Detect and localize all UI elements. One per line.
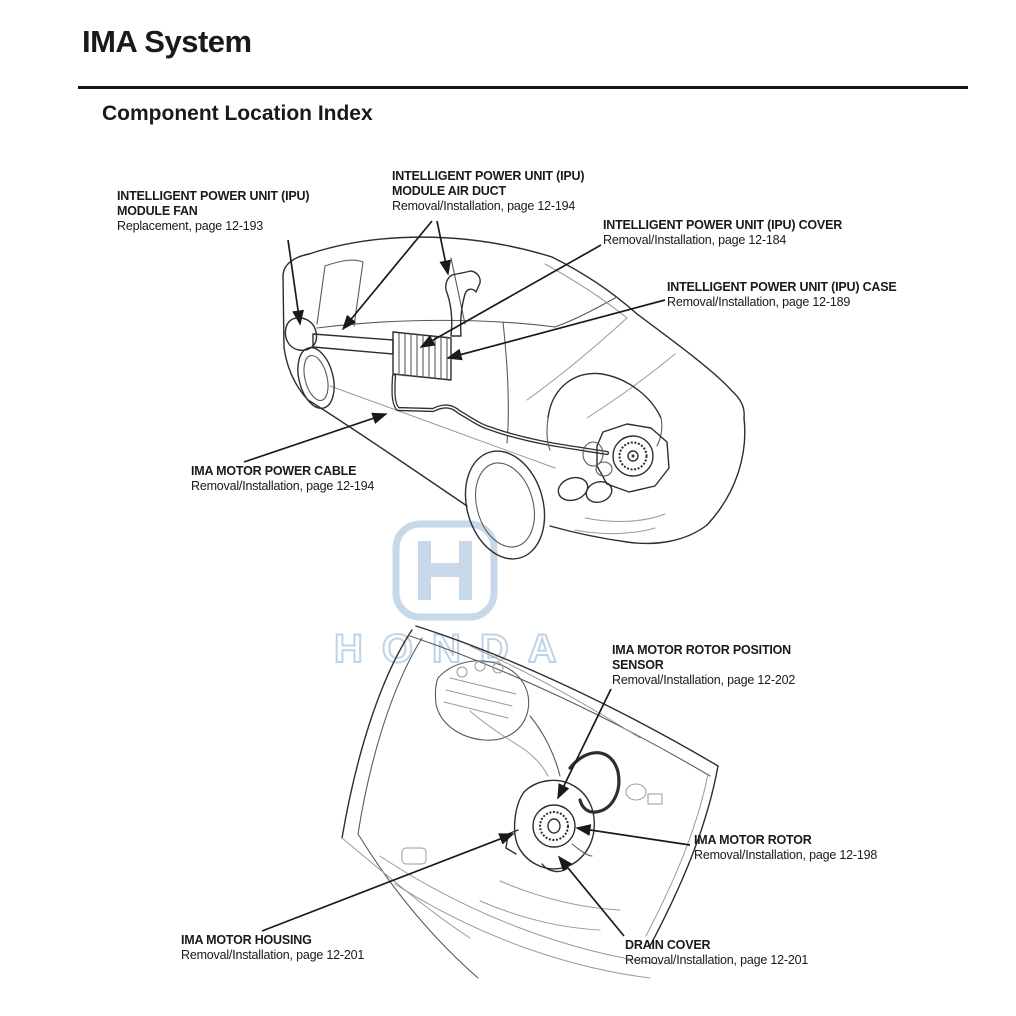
rear-wheel <box>297 346 335 410</box>
callout-procedure: Removal/Installation, page 12-198 <box>694 848 878 862</box>
parcel-shelf <box>312 333 394 355</box>
callout-title: IMA MOTOR ROTOR POSITION SENSOR <box>612 643 792 672</box>
callout-procedure: Replacement, page 12-193 <box>117 219 263 233</box>
front-bumper-lines <box>341 837 661 979</box>
callout-ipu-case: INTELLIGENT POWER UNIT (IPU) CASE Remova… <box>667 280 897 310</box>
callout-ima-motor-rotor: IMA MOTOR ROTOR Removal/Installation, pa… <box>694 833 877 863</box>
callout-procedure: Removal/Installation, page 12-189 <box>667 295 851 309</box>
callout-title: IMA MOTOR ROTOR <box>694 833 812 847</box>
section-title: Component Location Index <box>102 102 373 125</box>
callout-procedure: Removal/Installation, page 12-202 <box>612 673 796 687</box>
callout-ima-motor-rotor-position-sensor: IMA MOTOR ROTOR POSITION SENSOR Removal/… <box>612 643 795 688</box>
callout-title: INTELLIGENT POWER UNIT (IPU) MODULE FAN <box>117 189 310 218</box>
ipu-module-fan-part <box>284 317 318 351</box>
callout-title: DRAIN COVER <box>625 938 711 952</box>
callout-procedure: Removal/Installation, page 12-201 <box>181 948 365 962</box>
callout-procedure: Removal/Installation, page 12-201 <box>625 953 809 967</box>
callout-ima-motor-housing: IMA MOTOR HOUSING Removal/Installation, … <box>181 933 364 963</box>
callout-title: IMA MOTOR POWER CABLE <box>191 464 357 478</box>
vehicle-cutaway-drawing <box>282 236 746 560</box>
callout-title: INTELLIGENT POWER UNIT (IPU) CASE <box>667 280 897 294</box>
title-rule <box>78 86 968 89</box>
callout-ipu-module-fan: INTELLIGENT POWER UNIT (IPU) MODULE FAN … <box>117 189 310 234</box>
callout-title: INTELLIGENT POWER UNIT (IPU) COVER <box>603 218 843 232</box>
callout-title: INTELLIGENT POWER UNIT (IPU) MODULE AIR … <box>392 169 585 198</box>
honda-watermark: HONDA <box>333 520 576 672</box>
engine-cover <box>546 372 663 451</box>
callout-ipu-module-air-duct: INTELLIGENT POWER UNIT (IPU) MODULE AIR … <box>392 169 585 214</box>
ipu-unit <box>392 331 452 381</box>
callout-procedure: Removal/Installation, page 12-194 <box>392 199 576 213</box>
callout-drain-cover: DRAIN COVER Removal/Installation, page 1… <box>625 938 808 968</box>
callout-procedure: Removal/Installation, page 12-194 <box>191 479 375 493</box>
honda-wordmark: HONDA <box>334 627 576 671</box>
coolant-hose <box>568 751 621 814</box>
power-cable <box>391 373 610 456</box>
page-title: IMA System <box>82 24 252 59</box>
front-wheel <box>464 450 546 560</box>
honda-h-logo-icon <box>392 520 498 621</box>
callout-ima-motor-power-cable: IMA MOTOR POWER CABLE Removal/Installati… <box>191 464 374 494</box>
headlights <box>557 441 613 504</box>
callout-ipu-cover: INTELLIGENT POWER UNIT (IPU) COVER Remov… <box>603 218 842 248</box>
ima-motor-assembly <box>505 779 595 873</box>
engine-block <box>434 660 663 805</box>
callout-procedure: Removal/Installation, page 12-184 <box>603 233 787 247</box>
ima-motor-front <box>596 423 670 493</box>
callout-title: IMA MOTOR HOUSING <box>181 933 312 947</box>
air-duct <box>445 270 481 337</box>
